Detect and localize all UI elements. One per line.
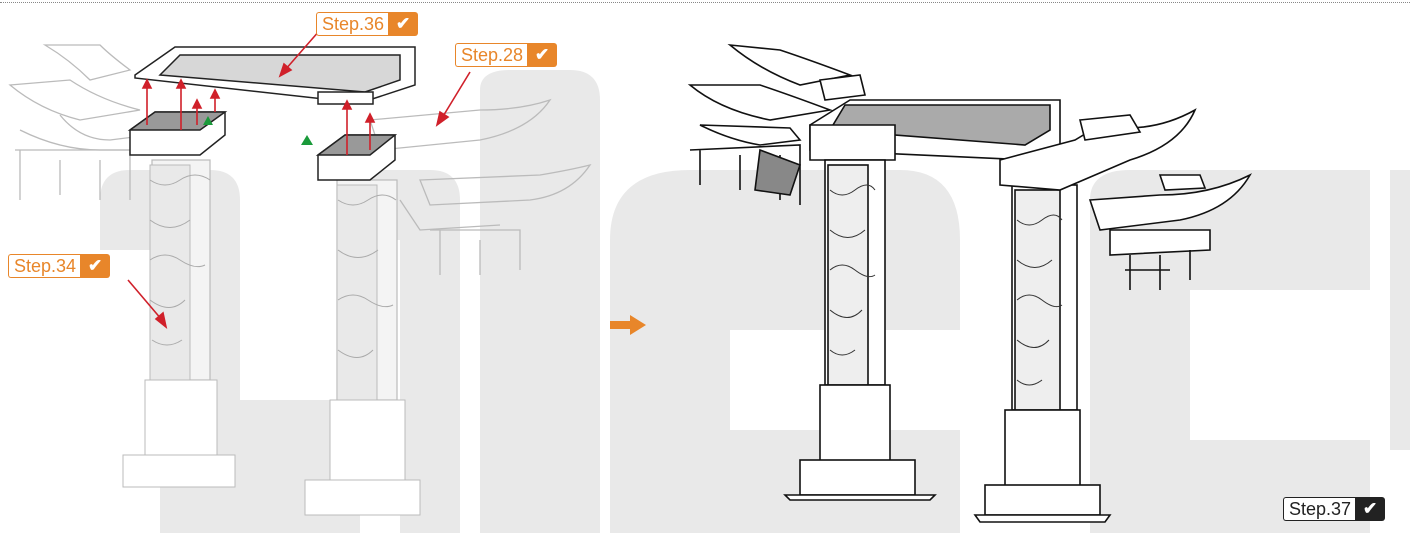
- check-icon: ✔: [388, 12, 419, 36]
- step-37-label: Step.37: [1283, 497, 1356, 521]
- assembled-left-pillar: [783, 159, 937, 501]
- step-34-label: Step.34: [8, 254, 81, 278]
- assembled-right-pillar: [973, 184, 1112, 523]
- assembly-arrows: [127, 29, 471, 330]
- next-arrow-icon: [610, 315, 646, 335]
- assembled-beam: [809, 99, 1061, 161]
- check-icon: ✔: [1355, 497, 1386, 521]
- left-cap-box: [127, 111, 228, 156]
- step-28-callout: Step.28 ✔: [455, 43, 558, 67]
- assembled-right-eaves: [999, 108, 1253, 290]
- faded-right-eaves: [369, 98, 592, 275]
- alignment-triangle-icon: [203, 116, 213, 125]
- check-icon: ✔: [80, 254, 111, 278]
- top-dotted-border: [0, 2, 1410, 3]
- alignment-triangle-icon: [301, 135, 313, 145]
- check-icon: ✔: [527, 43, 558, 67]
- right-pillar: [304, 179, 421, 516]
- left-pillar: [122, 159, 236, 488]
- step-34-callout: Step.34 ✔: [8, 254, 111, 278]
- right-cap-box: [315, 134, 398, 181]
- step-36-label: Step.36: [316, 12, 389, 36]
- step-28-label: Step.28: [455, 43, 528, 67]
- step-37-callout: Step.37 ✔: [1283, 497, 1386, 521]
- step-36-callout: Step.36 ✔: [316, 12, 419, 36]
- assembled-left-eaves: [687, 43, 866, 205]
